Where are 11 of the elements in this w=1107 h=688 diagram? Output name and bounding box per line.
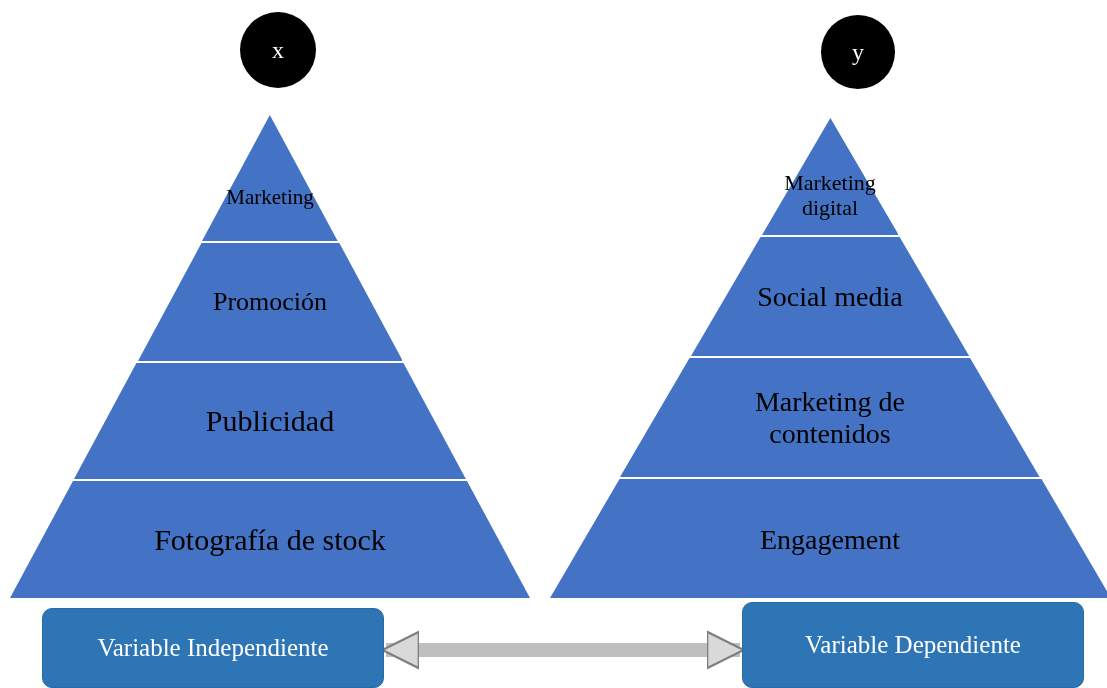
layer-label: Publicidad <box>204 403 336 439</box>
variable-circle: y <box>821 15 895 89</box>
variable-box: Variable Dependiente <box>742 602 1084 688</box>
layer-label: Engagement <box>759 523 901 557</box>
layer-label: Marketing <box>225 184 315 210</box>
layer-label: Marketing de contenidos <box>753 385 906 451</box>
variable-box: Variable Independiente <box>42 608 384 688</box>
variable-circle: x <box>240 12 316 88</box>
layer-label: Promoción <box>211 287 329 317</box>
layer-label: Fotografía de stock <box>153 522 387 558</box>
layer-label: Social media <box>756 280 904 314</box>
